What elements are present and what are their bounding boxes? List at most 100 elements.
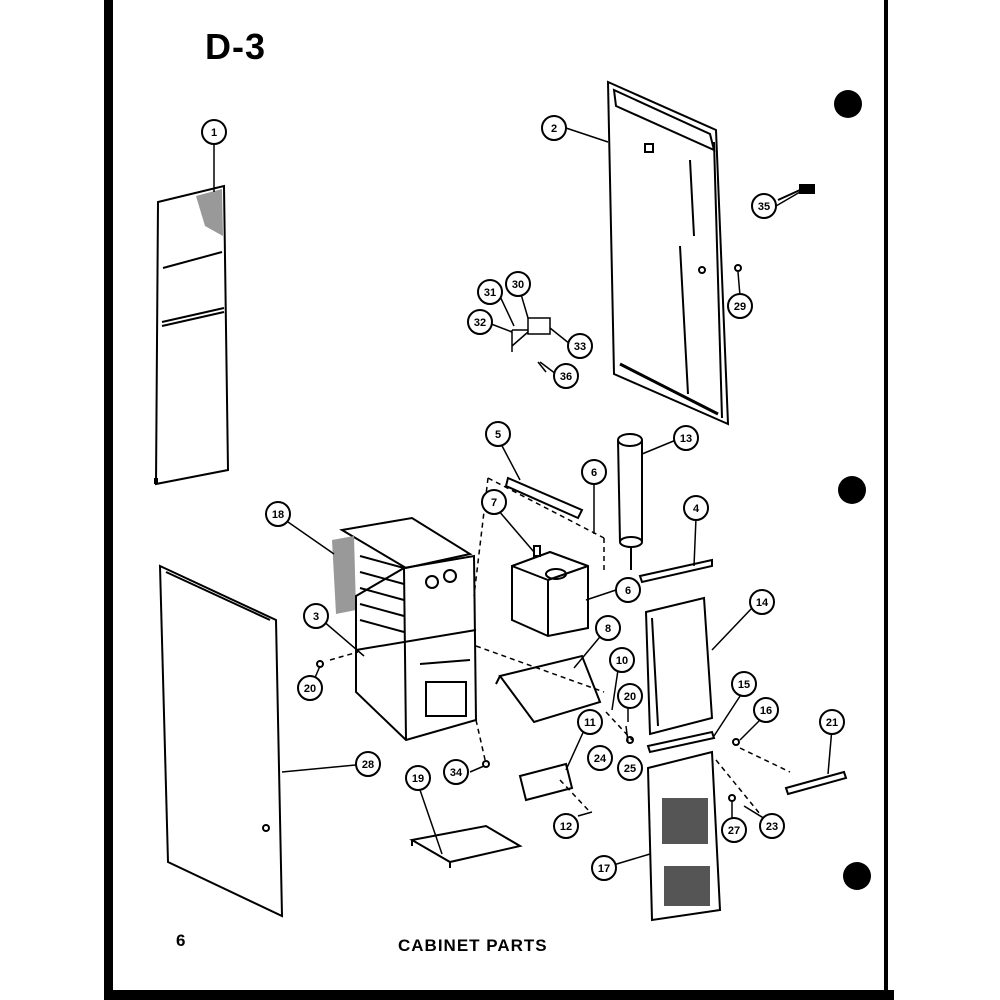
svg-text:29: 29 bbox=[734, 301, 746, 313]
svg-text:30: 30 bbox=[512, 279, 524, 291]
callout-33: 33 bbox=[567, 333, 593, 359]
callout-28: 28 bbox=[355, 751, 381, 777]
callout-24: 24 bbox=[587, 745, 613, 771]
svg-text:4: 4 bbox=[693, 503, 700, 515]
part-26-front-door bbox=[158, 564, 284, 918]
binder-hole-top bbox=[834, 90, 862, 118]
part-21-strip bbox=[784, 770, 848, 796]
part-17-grille-door bbox=[646, 750, 722, 922]
callout-4: 4 bbox=[683, 495, 709, 521]
callout-16: 16 bbox=[753, 697, 779, 723]
callout-30: 30 bbox=[505, 271, 531, 297]
svg-text:34: 34 bbox=[450, 767, 463, 779]
callout-13: 13 bbox=[673, 425, 699, 451]
svg-text:2: 2 bbox=[551, 123, 557, 135]
part-4-strip bbox=[638, 558, 713, 584]
svg-text:6: 6 bbox=[591, 467, 597, 479]
svg-text:8: 8 bbox=[605, 623, 611, 635]
svg-text:13: 13 bbox=[680, 433, 692, 445]
svg-text:28: 28 bbox=[362, 759, 374, 771]
svg-text:10: 10 bbox=[616, 655, 628, 667]
callout-7: 7 bbox=[481, 489, 507, 515]
svg-text:12: 12 bbox=[560, 821, 572, 833]
svg-text:14: 14 bbox=[756, 597, 769, 609]
svg-text:18: 18 bbox=[272, 509, 284, 521]
callout-bubbles: 1 2 35 29 31 30 32 33 36 5 13 6 7 4 18 6… bbox=[201, 115, 845, 881]
part-11-bracket bbox=[518, 762, 574, 802]
part-16-fastener bbox=[732, 738, 740, 746]
svg-text:25: 25 bbox=[624, 763, 636, 775]
callout-34: 34 bbox=[443, 759, 469, 785]
svg-text:16: 16 bbox=[760, 705, 772, 717]
svg-text:6: 6 bbox=[625, 585, 631, 597]
part-15-strip bbox=[646, 730, 716, 754]
part-5-bracket bbox=[504, 476, 584, 520]
svg-text:5: 5 bbox=[495, 429, 501, 441]
part-27-fastener bbox=[728, 794, 736, 802]
part-14-filter bbox=[644, 596, 714, 736]
svg-text:3: 3 bbox=[313, 611, 319, 623]
svg-text:20: 20 bbox=[304, 683, 316, 695]
svg-text:23: 23 bbox=[766, 821, 778, 833]
callout-21: 21 bbox=[819, 709, 845, 735]
binder-hole-middle bbox=[838, 476, 866, 504]
switch-bracket-assembly bbox=[511, 317, 551, 373]
svg-text:19: 19 bbox=[412, 773, 424, 785]
svg-text:33: 33 bbox=[574, 341, 586, 353]
assembly-guide-lines bbox=[329, 477, 791, 815]
callout-1: 1 bbox=[201, 119, 227, 145]
callout-5: 5 bbox=[485, 421, 511, 447]
bottom-scan-border bbox=[104, 990, 894, 1000]
callout-36: 36 bbox=[553, 363, 579, 389]
svg-text:31: 31 bbox=[484, 287, 496, 299]
callout-3: 3 bbox=[303, 603, 329, 629]
right-scan-border bbox=[884, 0, 888, 1000]
part-3-burner-box bbox=[355, 554, 478, 742]
part-8-tray bbox=[495, 654, 602, 724]
callout-20-left: 20 bbox=[297, 675, 323, 701]
callout-11: 11 bbox=[577, 709, 603, 735]
callout-6-upper: 6 bbox=[581, 459, 607, 485]
callout-leader-lines bbox=[213, 127, 833, 867]
callout-23: 23 bbox=[759, 813, 785, 839]
svg-text:11: 11 bbox=[584, 717, 596, 729]
page-title: CABINET PARTS bbox=[398, 936, 548, 955]
svg-text:24: 24 bbox=[594, 753, 607, 765]
callout-12: 12 bbox=[553, 813, 579, 839]
left-scan-border bbox=[104, 0, 113, 1000]
part-34-fastener bbox=[482, 760, 490, 768]
part-13-flue-pipe bbox=[617, 433, 643, 570]
part-7-blower-housing bbox=[511, 545, 589, 638]
svg-text:32: 32 bbox=[474, 317, 486, 329]
svg-text:1: 1 bbox=[211, 127, 217, 139]
callout-32: 32 bbox=[467, 309, 493, 335]
svg-text:35: 35 bbox=[758, 201, 770, 213]
svg-text:17: 17 bbox=[598, 863, 610, 875]
callout-18: 18 bbox=[265, 501, 291, 527]
callout-6-lower: 6 bbox=[615, 577, 641, 603]
callout-10: 10 bbox=[609, 647, 635, 673]
callout-19: 19 bbox=[405, 765, 431, 791]
svg-text:21: 21 bbox=[826, 717, 838, 729]
callout-17: 17 bbox=[591, 855, 617, 881]
callout-14: 14 bbox=[749, 589, 775, 615]
callout-15: 15 bbox=[731, 671, 757, 697]
callout-35: 35 bbox=[751, 193, 777, 219]
page-code: D-3 bbox=[205, 26, 267, 67]
callout-9: 8 bbox=[595, 615, 621, 641]
callout-20-right: 20 bbox=[617, 683, 643, 709]
part-1-filter-panel bbox=[154, 184, 230, 486]
svg-text:7: 7 bbox=[491, 497, 497, 509]
page-number: 6 bbox=[176, 931, 186, 950]
part-29-fastener bbox=[734, 264, 742, 272]
part-2-rear-panel bbox=[606, 80, 730, 426]
part-19-base-tray bbox=[409, 824, 523, 868]
callout-29: 29 bbox=[727, 293, 753, 319]
callout-2: 2 bbox=[541, 115, 567, 141]
svg-text:36: 36 bbox=[560, 371, 572, 383]
svg-text:20: 20 bbox=[624, 691, 636, 703]
svg-text:15: 15 bbox=[738, 679, 750, 691]
part-35-screw bbox=[777, 184, 815, 201]
callout-31: 31 bbox=[477, 279, 503, 305]
